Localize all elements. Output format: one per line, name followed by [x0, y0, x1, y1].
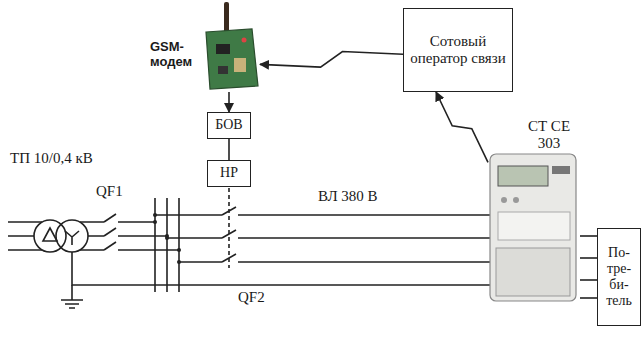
antenna: [224, 2, 229, 34]
meter-body: [490, 154, 576, 301]
box-label: БОВ: [215, 117, 242, 133]
process-box: БОВ: [207, 112, 251, 139]
bus-bars: [155, 198, 179, 292]
transformer-outputs: [80, 222, 104, 250]
meter-plate: [498, 212, 570, 240]
process-box: НР: [207, 160, 251, 187]
wire: [580, 257, 597, 259]
device-label: GSM- модем: [150, 40, 206, 70]
meter-button: [513, 197, 519, 203]
device-label: СТ СЕ 303: [518, 118, 580, 153]
chip: [218, 66, 228, 74]
transformer-winding: [56, 220, 88, 252]
wire: [580, 279, 597, 281]
box-label: Сотовый оператор связи: [407, 33, 509, 68]
circuit-label: QF2: [236, 289, 267, 306]
radio-link: [436, 92, 488, 162]
box-label: По- тре- би- тель: [601, 245, 637, 309]
circuit-board: [206, 29, 258, 89]
circuit-label: ВЛ 380 В: [316, 188, 380, 205]
meter-indicator: [552, 166, 570, 174]
wire: [580, 297, 597, 299]
junction-dot: [153, 220, 157, 224]
junction-dot: [153, 213, 157, 217]
radio-link: [260, 52, 403, 68]
signal-line: [228, 92, 230, 112]
bus-feeds: [118, 222, 179, 250]
chip: [234, 58, 246, 72]
breaker-symbol: [104, 214, 116, 250]
terminal-cover: [496, 248, 570, 296]
trip-link: [228, 188, 230, 268]
meter-display: [498, 166, 548, 186]
delta-symbol: [43, 228, 57, 241]
star-symbol: [65, 231, 79, 245]
box-label: НР: [220, 165, 238, 181]
meter-button: [501, 197, 507, 203]
junction-dot: [177, 260, 181, 264]
circuit-label: ТП 10/0,4 кВ: [8, 150, 95, 167]
chip: [216, 44, 230, 54]
ground-symbol: [61, 285, 83, 308]
signal-line: [228, 139, 230, 160]
process-box: Сотовый оператор связи: [403, 8, 513, 92]
neutral-line: [72, 252, 490, 285]
gsm-modem: GSM- модем: [148, 0, 260, 92]
circuit-label: QF1: [94, 183, 125, 200]
junction-dot: [177, 248, 181, 252]
process-box: По- тре- би- тель: [597, 228, 641, 326]
wire: [580, 235, 597, 237]
led: [242, 38, 247, 43]
phase-lines: [155, 215, 222, 262]
overhead-line: [238, 215, 490, 262]
electricity-meter: СТ СЕ 303: [488, 118, 580, 303]
junction-dot: [165, 236, 169, 240]
